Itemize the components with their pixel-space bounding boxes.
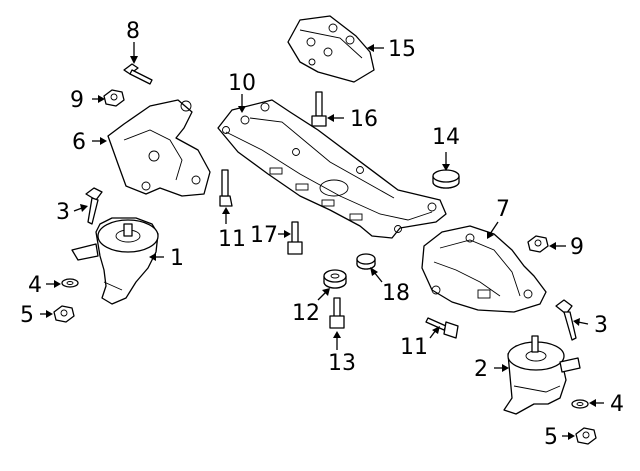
callout-11-right: 11 [400, 335, 428, 360]
bolt-part-17[interactable] [287, 221, 303, 255]
callout-2: 2 [474, 357, 488, 382]
callout-4-right: 4 [610, 392, 624, 417]
plug-part-14[interactable] [432, 169, 460, 189]
engine-mount-part-2[interactable] [503, 335, 581, 415]
callout-9-left: 9 [70, 88, 84, 113]
callout-11-left: 11 [218, 227, 246, 252]
callout-5-right: 5 [544, 425, 558, 450]
callout-9-right: 9 [570, 235, 584, 260]
callout-13: 13 [328, 351, 356, 376]
bolt-part-16[interactable] [311, 91, 327, 127]
callout-8: 8 [126, 19, 140, 44]
bolt-part-13[interactable] [329, 297, 345, 329]
bolt-part-11-left[interactable] [219, 169, 233, 207]
bolt-part-8[interactable] [123, 63, 153, 85]
washer-part-4-left[interactable] [61, 278, 79, 288]
callout-10: 10 [228, 71, 256, 96]
bolt-part-3-right[interactable] [555, 299, 577, 341]
nut-part-9-left[interactable] [103, 89, 125, 107]
callout-18: 18 [382, 281, 410, 306]
callout-4-left: 4 [28, 273, 42, 298]
washer-part-4-right[interactable] [571, 399, 589, 409]
callout-labels: 8 9 6 3 1 4 5 10 11 17 12 13 14 15 16 18… [20, 19, 624, 450]
engine-mount-part-1[interactable] [71, 217, 159, 305]
bracket-part-6[interactable] [107, 99, 211, 197]
callout-12: 12 [292, 301, 320, 326]
callout-3-left: 3 [56, 200, 70, 225]
nut-part-9-right[interactable] [527, 235, 549, 253]
callout-14: 14 [432, 125, 460, 150]
bolt-part-11-right[interactable] [425, 317, 459, 339]
callout-5-left: 5 [20, 303, 34, 328]
bushing-part-18[interactable] [356, 253, 376, 270]
bolt-part-3-left[interactable] [85, 187, 103, 225]
nut-part-5-left[interactable] [53, 305, 75, 323]
callout-6: 6 [72, 130, 86, 155]
bracket-part-15[interactable] [287, 15, 375, 83]
callout-3-right: 3 [594, 313, 608, 338]
callout-1: 1 [170, 246, 184, 271]
bracket-part-7[interactable] [421, 225, 547, 313]
crossmember-part-10[interactable] [217, 99, 447, 239]
leader-arrows [40, 42, 604, 440]
callout-15: 15 [388, 37, 416, 62]
nut-part-5-right[interactable] [575, 427, 597, 445]
callout-7: 7 [496, 197, 510, 222]
bushing-part-12[interactable] [323, 269, 347, 289]
callout-16: 16 [350, 107, 378, 132]
callout-17: 17 [250, 223, 278, 248]
